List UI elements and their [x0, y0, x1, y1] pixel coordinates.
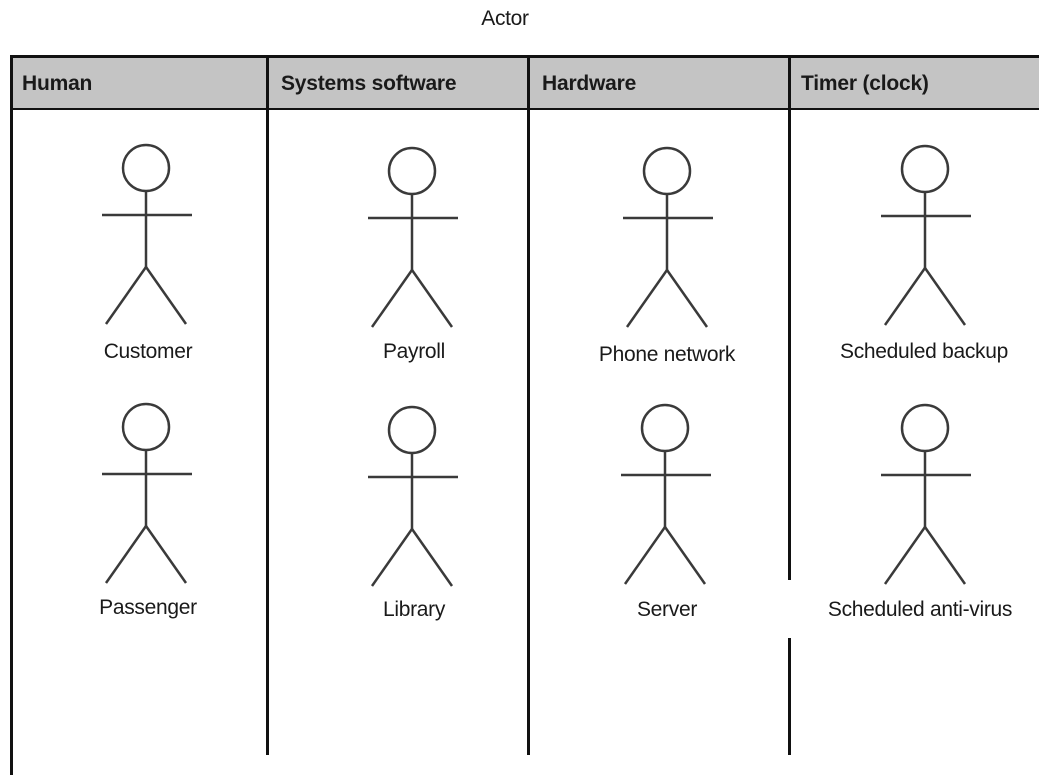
stick-figure-icon — [98, 142, 198, 327]
column-divider — [788, 55, 791, 755]
stick-figure-icon — [619, 145, 719, 330]
actor-label-payroll: Payroll — [382, 340, 446, 363]
column-header-systems-software: Systems software — [281, 72, 457, 95]
stick-figure-icon — [877, 143, 977, 328]
stick-figure-icon — [364, 404, 464, 589]
stick-figure-icon — [617, 402, 717, 587]
actor-label-library: Library — [382, 598, 446, 621]
swimlane-table — [10, 55, 1039, 775]
actor-label-passenger: Passenger — [99, 596, 197, 619]
header-row — [13, 58, 1039, 110]
stick-figure-icon — [364, 145, 464, 330]
column-divider — [266, 55, 269, 755]
stick-figure-icon — [877, 402, 977, 587]
actor-label-server: Server — [636, 598, 698, 621]
actor-label-scheduled-anti-virus: Scheduled anti-virus — [827, 598, 1013, 621]
column-header-hardware: Hardware — [542, 72, 637, 95]
column-header-human: Human — [22, 72, 93, 95]
actor-label-phone-network: Phone network — [598, 343, 736, 366]
divider-gap — [786, 580, 798, 638]
stick-figure-icon — [98, 401, 198, 586]
diagram-title: Actor — [481, 7, 529, 30]
actor-label-customer: Customer — [103, 340, 193, 363]
column-divider — [527, 55, 530, 755]
actor-label-scheduled-backup: Scheduled backup — [840, 340, 1008, 363]
column-header-timer: Timer (clock) — [801, 72, 929, 95]
